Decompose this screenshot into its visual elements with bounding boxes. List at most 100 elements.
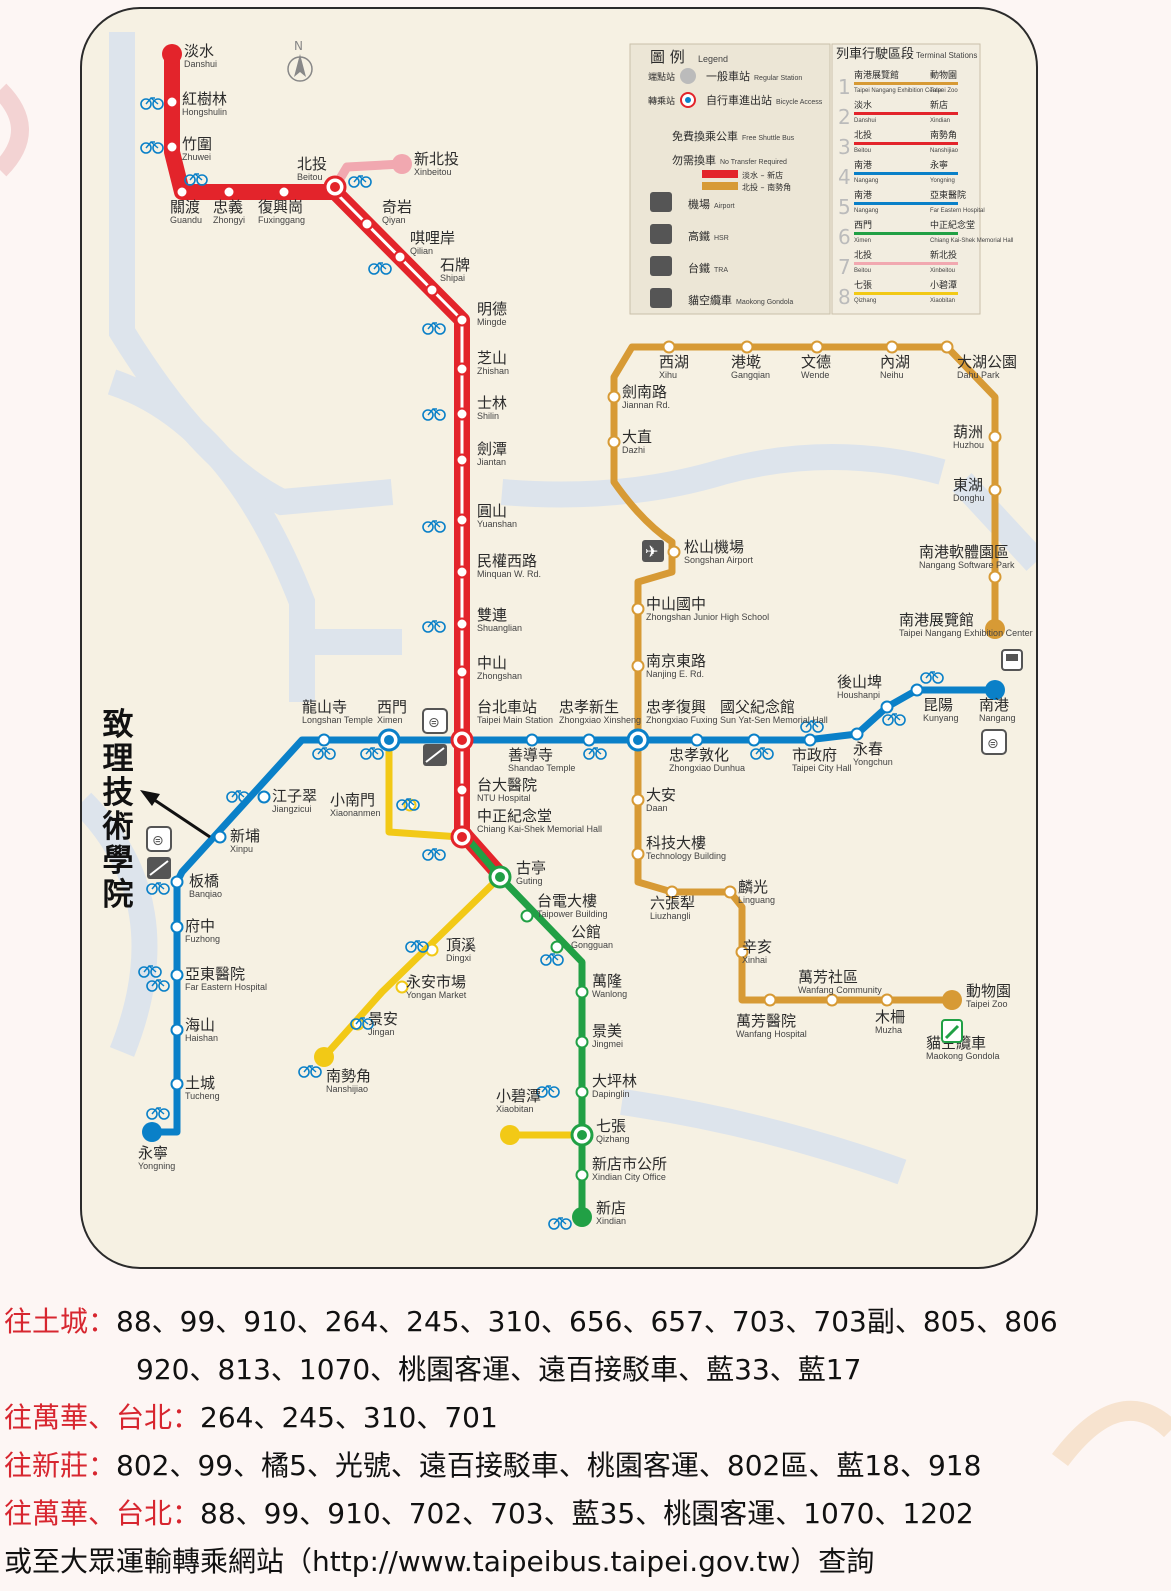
terminal-to-en-7: Xiaobitan — [930, 298, 955, 304]
station-label-en-taipower: Taipower Building — [537, 909, 608, 919]
yellow-line-zhonghe — [320, 873, 504, 1061]
station-donghu — [988, 483, 1002, 497]
station-far_eastern — [170, 968, 184, 982]
school-label-char: 術 — [102, 809, 134, 845]
bicycle-icon — [298, 1065, 322, 1078]
station-label-en-xihu: Xihu — [659, 370, 677, 380]
station-label-en-linguang: Linguang — [738, 895, 775, 905]
terminal-num-7: 7 — [838, 255, 851, 279]
station-label-en-jiantan: Jiantan — [477, 457, 506, 467]
station-label-yongchun: 永春 — [853, 740, 883, 758]
terminal-to-en-3: Yongning — [930, 178, 955, 184]
station-label-en-ximen: Ximen — [377, 715, 403, 725]
station-label-daan: 大安 — [646, 786, 676, 804]
station-label-zhishan: 芝山 — [477, 349, 507, 367]
terminal-bar-4 — [854, 202, 958, 205]
station-label-beitou: 北投 — [297, 155, 327, 173]
station-label-en-far_eastern: Far Eastern Hospital — [185, 982, 267, 992]
legend-item-7: 貓空纜車 — [688, 293, 732, 307]
station-label-xihu: 西湖 — [659, 353, 689, 371]
station-label-zhongxiao_dunhua: 忠孝敦化 — [669, 746, 729, 764]
station-label-yongning: 永寧 — [138, 1144, 168, 1162]
background-roads — [82, 32, 1036, 1185]
station-label-en-maokong: Maokong Gondola — [926, 1051, 1000, 1061]
legend-item-en-5: HSR — [714, 235, 729, 242]
station-label-en-banqiao: Banqiao — [189, 889, 222, 899]
bicycle-icon — [312, 747, 336, 760]
terminal-from-3: 南港 — [854, 159, 872, 171]
station-label-en-nangang: Nangang — [979, 713, 1016, 723]
station-label-en-zhongxiao_dunhua: Zhongxiao Dunhua — [669, 763, 745, 773]
station-label-en-wanfang_hosp: Wanfang Hospital — [736, 1029, 807, 1039]
bus-routes: 802、99、橘5、光號、遠百接駁車、桃園客運、802區、藍18、918 — [116, 1449, 982, 1482]
station-label-xinhai: 辛亥 — [742, 938, 772, 956]
station-jiannan — [607, 390, 621, 404]
station-label-en-jiannan: Jiannan Rd. — [622, 400, 670, 410]
terminal-from-4: 南港 — [854, 189, 872, 201]
station-label-en-zhongshan_jhs: Zhongshan Junior High School — [646, 612, 769, 622]
station-label-en-yongchun: Yongchun — [853, 757, 893, 767]
station-label-en-mingde: Mingde — [477, 317, 507, 327]
station-label-en-yongan: Yongan Market — [406, 990, 467, 1000]
station-label-en-beitou: Beitou — [297, 172, 323, 182]
bus-info-line: 920、813、1070、桃園客運、遠百接駁車、藍33、藍17 — [136, 1348, 861, 1388]
bicycle-icon — [882, 713, 906, 726]
station-taipei_main-transfer-core — [457, 735, 467, 745]
bicycle-icon — [350, 1017, 374, 1030]
bus-direction: 往萬華、台北： — [4, 1401, 201, 1434]
station-label-yuanshan: 圓山 — [477, 502, 507, 520]
green-line — [458, 828, 586, 1221]
bus-routes: 88、99、910、264、245、310、656、657、703、703副、8… — [116, 1305, 1058, 1338]
station-label-en-donghu: Donghu — [953, 493, 985, 503]
terminal-from-en-4: Nangang — [854, 208, 878, 214]
station-nanshijiao-terminal — [314, 1047, 334, 1067]
station-label-en-dazhi: Dazhi — [622, 445, 645, 455]
terminal-from-en-7: Qizhang — [854, 298, 876, 304]
station-zhongyi — [222, 185, 236, 199]
station-guandu — [175, 185, 189, 199]
station-label-wende: 文德 — [801, 353, 831, 371]
station-label-jingan: 景安 — [368, 1010, 398, 1028]
station-label-en-tech_bldg: Technology Building — [646, 851, 726, 861]
station-label-nangang_sw: 南港軟體園區 — [919, 543, 1009, 561]
station-daan — [631, 793, 645, 807]
station-yongchun — [850, 727, 864, 741]
school-label-char: 技 — [102, 775, 134, 811]
bicycle-icon — [140, 141, 164, 154]
station-label-en-shuanglian: Shuanglian — [477, 623, 522, 633]
legend-gondola-icon — [650, 288, 672, 308]
station-xihu — [662, 340, 676, 354]
station-wende — [810, 340, 824, 354]
terminal-to-3: 永寧 — [930, 159, 948, 171]
station-label-en-dingxi: Dingxi — [446, 953, 471, 963]
station-label-jingmei: 景美 — [592, 1022, 622, 1040]
legend-item-6: 台鐵 — [688, 261, 710, 275]
bus-routes: 920、813、1070、桃園客運、遠百接駁車、藍33、藍17 — [136, 1353, 862, 1386]
north-arrow-icon: N — [287, 39, 313, 82]
station-shandao — [525, 733, 539, 747]
station-label-donghu: 東湖 — [953, 476, 983, 494]
station-label-qiyan: 奇岩 — [382, 198, 412, 216]
station-label-xindian_city: 新店市公所 — [592, 1155, 667, 1173]
terminal-bar-7 — [854, 292, 958, 295]
terminal-to-en-2: Nanshijiao — [930, 148, 959, 154]
legend-item-en-7: Maokong Gondola — [736, 299, 793, 306]
station-songshan_airport — [667, 545, 681, 559]
station-cks-transfer-core — [457, 832, 467, 842]
station-label-dapinglin: 大坪林 — [592, 1072, 637, 1090]
legend-side-1: 轉乘站 — [648, 95, 675, 107]
school-label: 致理技術學院 — [98, 708, 138, 912]
legend-no-transfer-1: 北投 – 南勢角 — [742, 182, 791, 192]
station-label-dingxi: 頂溪 — [446, 936, 476, 954]
legend-item-en-3: No Transfer Required — [720, 159, 787, 166]
station-label-en-wanlong: Wanlong — [592, 989, 627, 999]
station-label-en-qilian: Qilian — [410, 246, 433, 256]
station-fuzhong — [170, 920, 184, 934]
station-label-jiantan: 劍潭 — [477, 440, 507, 458]
terminal-from-5: 西門 — [854, 220, 872, 231]
station-zhongshan — [455, 665, 469, 679]
station-label-shipai: 石牌 — [440, 256, 470, 274]
school-label-char: 理 — [102, 741, 134, 777]
terminal-bar-5 — [854, 232, 958, 235]
station-label-shuanglian: 雙連 — [477, 606, 507, 624]
